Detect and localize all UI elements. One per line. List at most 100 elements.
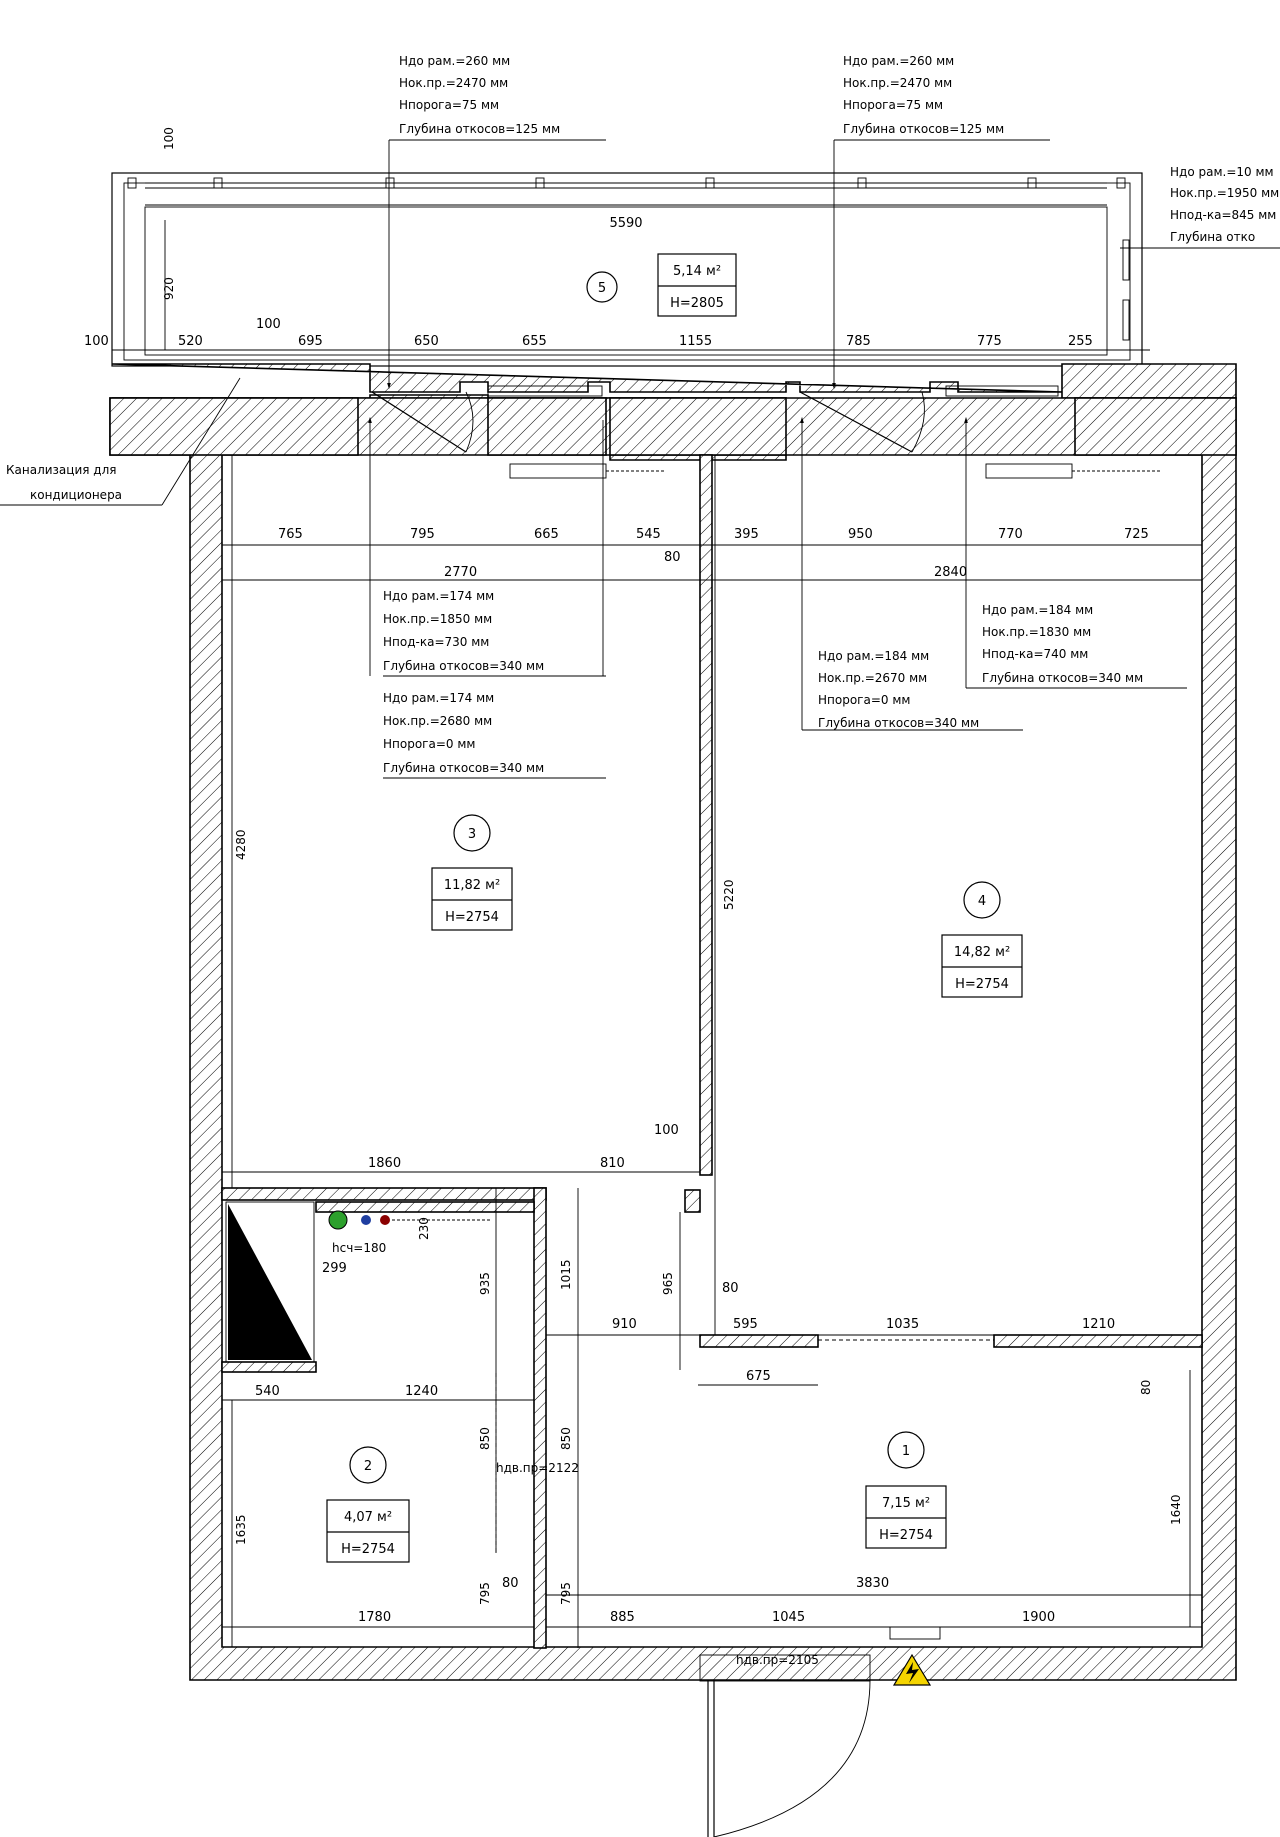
partition-4-1-left [699,1334,819,1348]
svg-text:Глубина откосов=125 мм: Глубина откосов=125 мм [399,122,560,136]
room-5-area: 5,14 м² [673,264,721,279]
dim-595: 595 [733,1317,758,1332]
dim-100-top: 100 [162,127,176,150]
note-room3-door: Hдо рам.=174 мм Hок.пр.=2680 мм Hпорога=… [383,691,544,775]
svg-text:Hок.пр.=1850 мм: Hок.пр.=1850 мм [383,612,492,626]
svg-text:Hпорога=0 мм: Hпорога=0 мм [383,737,475,751]
door-room3-swing [465,391,474,453]
svg-text:Hдо рам.=174 мм: Hдо рам.=174 мм [383,691,494,705]
wall-top-right [1074,397,1237,456]
dim-545: 545 [636,527,661,542]
svg-text:Канализация для: Канализация для [6,463,116,477]
dim-1015: 1015 [559,1259,573,1290]
dim-520: 520 [178,334,203,349]
dim-1155: 1155 [679,334,712,349]
room-1-area: 7,15 м² [882,1496,930,1511]
svg-text:Hдо рам.=10 мм: Hдо рам.=10 мм [1170,165,1274,179]
door-room3-leaf [371,391,467,453]
note-balcony-left: Hдо рам.=260 мм Hок.пр.=2470 мм Hпорога=… [399,54,560,136]
balcony-outer [111,172,1143,367]
svg-text:Hдо рам.=260 мм: Hдо рам.=260 мм [399,54,510,68]
note-room4-door: Hдо рам.=184 мм Hок.пр.=2670 мм Hпорога=… [818,649,979,730]
partition-bath-top [221,1187,547,1201]
svg-text:Hок.пр.=2680 мм: Hок.пр.=2680 мм [383,714,492,728]
svg-text:Hпод-ка=730 мм: Hпод-ка=730 мм [383,635,489,649]
dim-hdv-entrance: hдв.пр=2105 [736,1653,819,1667]
svg-text:Hок.пр.=1950 мм: Hок.пр.=1950 мм [1170,186,1279,200]
dim-299: 299 [322,1261,347,1276]
svg-text:Hдо рам.=174 мм: Hдо рам.=174 мм [383,589,494,603]
note-drain: Канализация для кондиционера [6,463,122,502]
room-5-height: H=2805 [670,296,724,311]
room-5-number: 5 [598,281,606,296]
electrical-panel [889,1626,941,1640]
room-4-label: 4 14,82 м² H=2754 [941,881,1023,998]
walls [109,363,1237,1681]
svg-text:Hпорога=75 мм: Hпорога=75 мм [843,98,943,112]
hot-water-icon [380,1215,390,1225]
note-room3-window: Hдо рам.=174 мм Hок.пр.=1850 мм Hпод-ка=… [383,589,544,673]
room-2-number: 2 [364,1459,372,1474]
room-2-area: 4,07 м² [344,1510,392,1525]
room-4-height: H=2754 [955,977,1009,992]
dim-230: 230 [417,1217,431,1240]
note-room4-window: Hдо рам.=184 мм Hок.пр.=1830 мм Hпод-ка=… [982,603,1143,685]
door-room4-leaf [799,391,913,453]
bath-wall-inner [315,1201,535,1213]
balcony-wall [111,363,1237,399]
svg-text:Hок.пр.=1830 мм: Hок.пр.=1830 мм [982,625,1091,639]
dim-1640: 1640 [1169,1494,1183,1525]
dim-4280: 4280 [234,829,248,860]
svg-text:Hдо рам.=184 мм: Hдо рам.=184 мм [982,603,1093,617]
dim-695: 695 [298,334,323,349]
cold-water-icon [361,1215,371,1225]
bathroom-fixtures [225,1201,535,1363]
dim-765: 765 [278,527,303,542]
window-room3 [487,385,603,397]
dim-785: 785 [846,334,871,349]
entrance-door-swing [713,1679,871,1837]
wall-top-center [609,397,787,456]
outer-wall [109,397,1237,1681]
partition-bath-bottom [221,1361,317,1373]
svg-text:Hок.пр.=2470 мм: Hок.пр.=2470 мм [843,76,952,90]
room-3-label: 3 11,82 м² H=2754 [431,814,513,931]
room-1-label: 1 7,15 м² H=2754 [865,1431,947,1549]
dim-1210: 1210 [1082,1317,1115,1332]
partition-stub [684,1189,701,1213]
dim-665: 665 [534,527,559,542]
svg-text:Hпорога=0 мм: Hпорога=0 мм [818,693,910,707]
radiator-room4 [985,463,1073,479]
dim-850-left: 850 [478,1427,492,1450]
dimension-lines [0,139,1280,1648]
dim-1240: 1240 [405,1384,438,1399]
dim-810: 810 [600,1156,625,1171]
dim-650: 650 [414,334,439,349]
dim-540: 540 [255,1384,280,1399]
dim-795-left: 795 [478,1582,492,1605]
dim-920: 920 [162,277,176,300]
wall-top-mid [487,397,607,456]
dim-100-partition: 100 [654,1123,679,1138]
dim-850-right: 850 [559,1427,573,1450]
dim-675: 675 [746,1369,771,1384]
room-labels: 5 5,14 м² H=2805 3 11,82 м² H=2754 4 14,… [326,253,1023,1563]
dim-395: 395 [734,527,759,542]
room-3-height: H=2754 [445,910,499,925]
dim-775: 775 [977,334,1002,349]
svg-text:Hпорога=75 мм: Hпорога=75 мм [399,98,499,112]
room-3-area: 11,82 м² [444,878,500,893]
dim-80-mid: 80 [722,1281,739,1296]
svg-text:Глубина откосов=340 мм: Глубина откосов=340 мм [982,671,1143,685]
dim-1045: 1045 [772,1610,805,1625]
dim-255: 255 [1068,334,1093,349]
svg-text:кондиционера: кондиционера [30,488,122,502]
shaft-fill [228,1204,312,1360]
dim-1780: 1780 [358,1610,391,1625]
dim-910: 910 [612,1317,637,1332]
dim-885: 885 [610,1610,635,1625]
dim-80-right: 80 [1139,1380,1153,1395]
dim-770: 770 [998,527,1023,542]
svg-text:Глубина откосов=125 мм: Глубина откосов=125 мм [843,122,1004,136]
